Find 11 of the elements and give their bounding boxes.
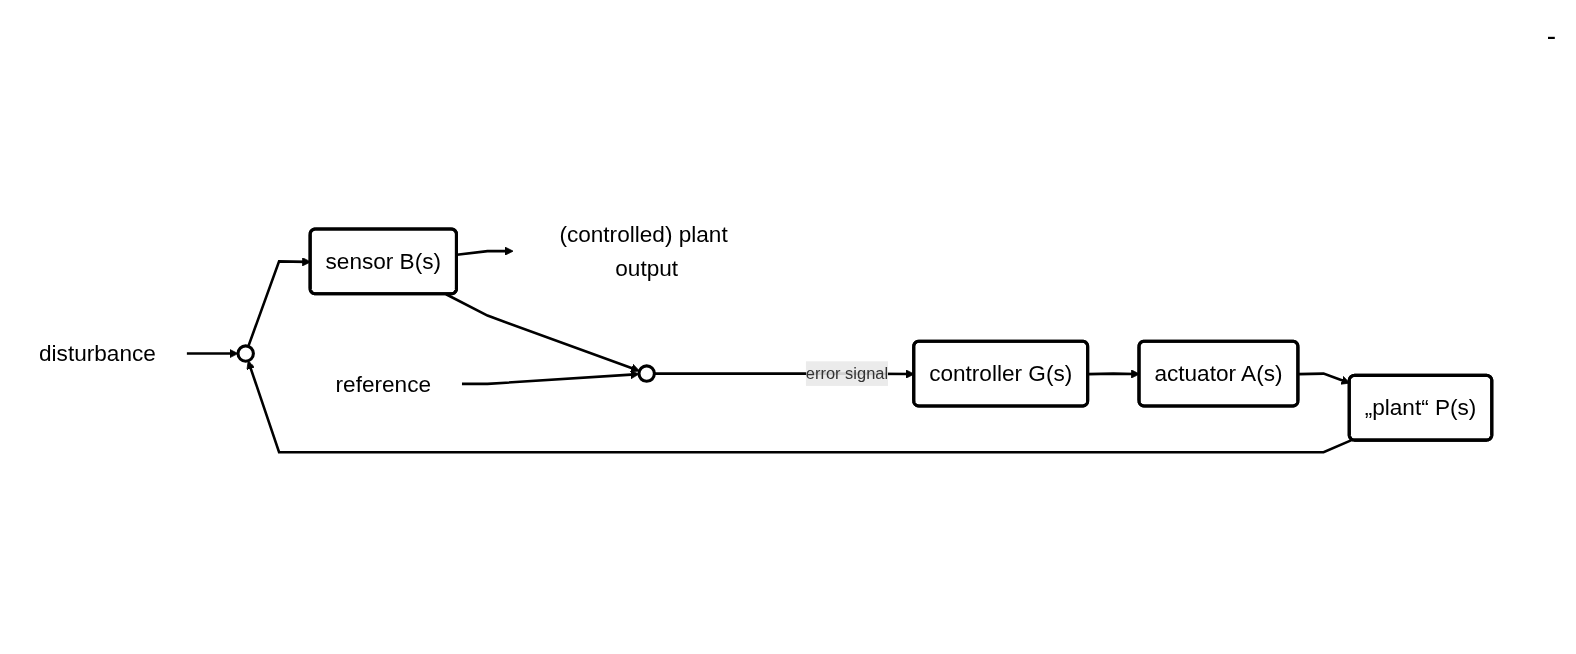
- node-circle: [236, 344, 255, 363]
- node-text: disturbance: [39, 340, 156, 367]
- node-text: (controlled) plant output: [559, 221, 728, 281]
- arrow: [246, 360, 1353, 454]
- edge-label: error signal: [805, 364, 889, 382]
- arrow: [461, 370, 640, 386]
- minus-sign: -: [1546, 20, 1556, 51]
- arrow: [186, 349, 239, 359]
- node-circle: [637, 364, 656, 383]
- arrow: [445, 293, 640, 373]
- node-text: reference: [335, 371, 432, 397]
